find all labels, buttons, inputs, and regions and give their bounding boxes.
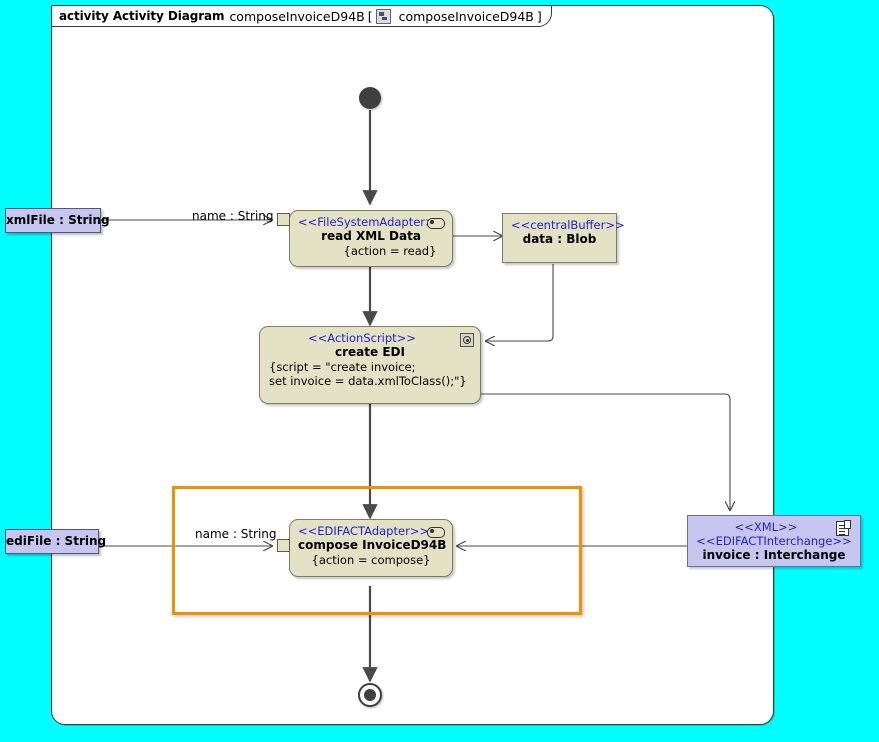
edge-label-name-string-bottom: name : String (195, 527, 277, 541)
action-create-edi[interactable]: <<ActionScript>> create EDI {script = "c… (259, 326, 481, 404)
activity-parameter-xml-file[interactable]: xmlFile : String (5, 208, 110, 233)
action-compose-invoice[interactable]: <<EDIFACTAdapter>> compose InvoiceD94B {… (289, 519, 453, 577)
central-buffer-name: data : Blob (522, 232, 597, 246)
selection-highlight-region[interactable] (172, 486, 582, 615)
action-compose-property: {action = compose} (311, 553, 431, 567)
xml-interchange-stereotype-1: <<XML>> (734, 520, 798, 534)
frame-keyword: activity Activity Diagram (59, 9, 225, 23)
initial-node[interactable] (359, 87, 381, 109)
activity-final-node[interactable] (358, 683, 382, 707)
action-create-edi-property-line1: {script = "create invoice; (269, 360, 416, 374)
document-icon (836, 520, 851, 536)
central-buffer-stereotype: <<centralBuffer>> (511, 218, 625, 232)
frame-inner-name: composeInvoiceD94B (398, 8, 534, 24)
action-compose-stereotype: <<EDIFACTAdapter>> (298, 524, 430, 538)
action-read-xml-name: read XML Data (321, 229, 421, 243)
action-create-edi-stereotype: <<ActionScript>> (308, 331, 416, 345)
adapter-icon (427, 527, 445, 538)
frame-title-tab[interactable]: activity Activity Diagram composeInvoice… (51, 5, 552, 27)
adapter-icon (427, 218, 445, 229)
activity-diagram-icon (375, 8, 391, 24)
object-xml-interchange[interactable]: <<XML>> <<EDIFACTInterchange>> invoice :… (687, 515, 861, 567)
action-create-edi-name: create EDI (335, 345, 405, 359)
action-read-xml-data[interactable]: <<FileSystemAdapter>> read XML Data {act… (289, 210, 453, 267)
object-central-buffer[interactable]: <<centralBuffer>> data : Blob (502, 213, 625, 263)
edge-label-name-string-top: name : String (192, 209, 274, 223)
frame-bracket-open: [ (367, 8, 373, 24)
action-read-xml-stereotype: <<FileSystemAdapter>> (298, 215, 445, 229)
activity-parameter-edi-file[interactable]: ediFile : String (5, 529, 106, 554)
input-pin-read-xml[interactable] (277, 213, 290, 226)
xml-interchange-stereotype-2: <<EDIFACTInterchange>> (696, 534, 852, 548)
xml-interchange-name: invoice : Interchange (702, 548, 846, 562)
script-icon (460, 333, 474, 347)
frame-bracket-close: ] (536, 8, 542, 24)
action-compose-name: compose InvoiceD94B (298, 538, 447, 552)
action-read-xml-property: {action = read} (343, 244, 437, 258)
input-pin-compose[interactable] (277, 539, 290, 552)
frame-name: composeInvoiceD94B (229, 8, 365, 24)
action-create-edi-property-line2: set invoice = data.xmlToClass();"} (269, 374, 467, 388)
